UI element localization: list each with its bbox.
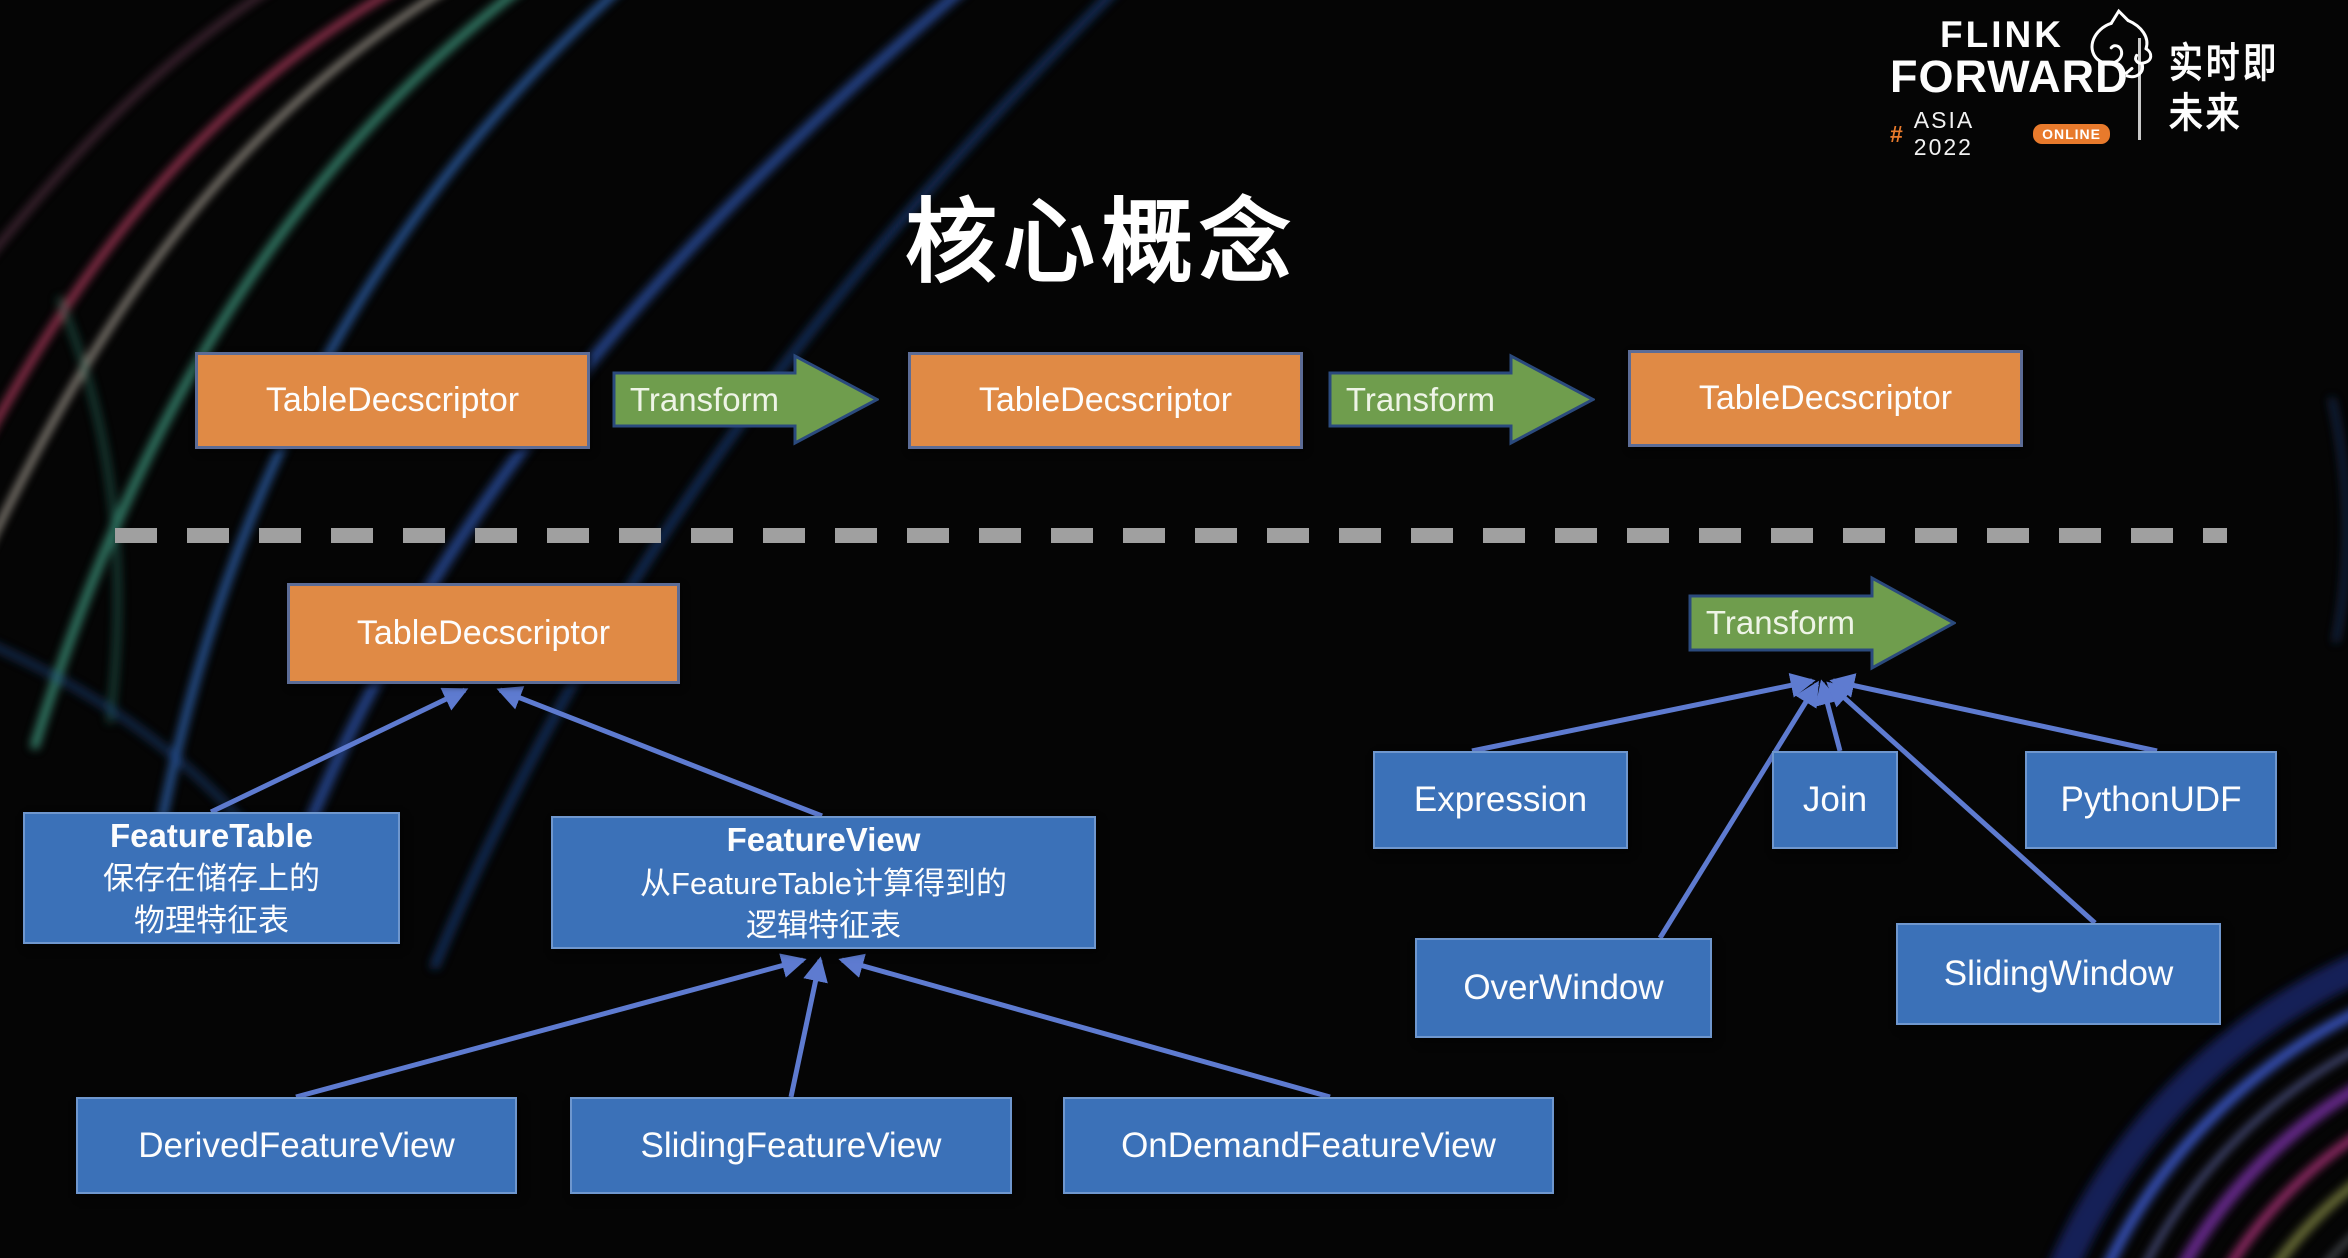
featureview-box: FeatureView 从FeatureTable计算得到的 逻辑特征表 [551,816,1096,949]
flink-squirrel-icon [2090,8,2153,79]
logo-wordmark: FLINK FORWARD # ASIA 2022 ONLINE [1890,8,2153,161]
transform-arrow-shape [612,353,879,446]
connector-featureview-root [496,686,823,819]
pythonudf-box: PythonUDF [2025,751,2277,849]
pipeline-tabledescriptor-box-3: TableDecscriptor [1628,350,2023,447]
transform-arrow-shape [1328,353,1595,446]
featureview-title: FeatureView [726,821,921,859]
ondemandfeatureview-box: OnDemandFeatureView [1063,1097,1554,1194]
logo-forward-text: FORWARD [1890,51,2129,102]
join-box: Join [1772,751,1898,849]
logo-asia-row: # ASIA 2022 ONLINE [1890,107,2110,161]
featuretable-box: FeatureTable 保存在储存上的 物理特征表 [23,812,400,944]
connector-ondemand-featureview [838,953,1331,1100]
featuretable-title: FeatureTable [110,816,313,854]
featureview-desc-line1: 从FeatureTable计算得到的 [640,865,1007,901]
logo-asia-text: ASIA 2022 [1913,107,1973,161]
flink-forward-logo: FLINK FORWARD # ASIA 2022 ONLINE 实时即 [1890,8,2304,161]
pipeline-transform-arrow-2: Transform [1328,353,1595,446]
connector-featuretable-root [209,687,469,815]
featureview-desc-line2: 逻辑特征表 [746,907,901,943]
connector-expression-transform [1471,673,1816,754]
transform-arrow-label: Transform [1345,380,1496,418]
slidingfeatureview-box: SlidingFeatureView [570,1097,1012,1194]
pipeline-transform-arrow-1: Transform [612,353,879,446]
featuretable-desc-line2: 物理特征表 [134,903,289,939]
dashed-divider-line [115,528,2227,543]
connector-slidingfv-featureview [788,956,828,1098]
transform-arrow-label: Transform [1705,604,1856,641]
righttree-transform-arrow: Transform [1688,575,1956,671]
pipeline-tabledescriptor-box-1: TableDecscriptor [195,352,590,449]
page-title: 核心概念 [904,191,1298,294]
lefttree-tabledescriptor-root-box: TableDecscriptor [287,583,680,684]
pipeline-tabledescriptor-box-2: TableDecscriptor [908,352,1303,449]
featuretable-desc-line1: 保存在储存上的 [103,861,320,897]
connector-join-transform [1815,679,1843,752]
logo-hash-symbol: # [1890,120,1905,147]
overwindow-box: OverWindow [1415,938,1712,1038]
tagline-line1: 实时即 [2169,40,2280,87]
logo-tagline: 实时即 未来 [2169,39,2280,137]
logo-flink-text: FLINK [1940,14,2064,55]
tagline-line2: 未来 [2169,89,2243,136]
logo-online-badge: ONLINE [2033,124,2110,145]
connector-pythonudf-transform [1829,673,2158,754]
connector-derived-featureview [295,953,807,1100]
transform-arrow-label: Transform [629,380,780,418]
derivedfeatureview-box: DerivedFeatureView [76,1097,517,1194]
logo-divider [2138,37,2141,140]
transform-arrow-shape [1688,575,1956,671]
expression-box: Expression [1373,751,1628,849]
slidingwindow-box: SlidingWindow [1896,923,2221,1025]
